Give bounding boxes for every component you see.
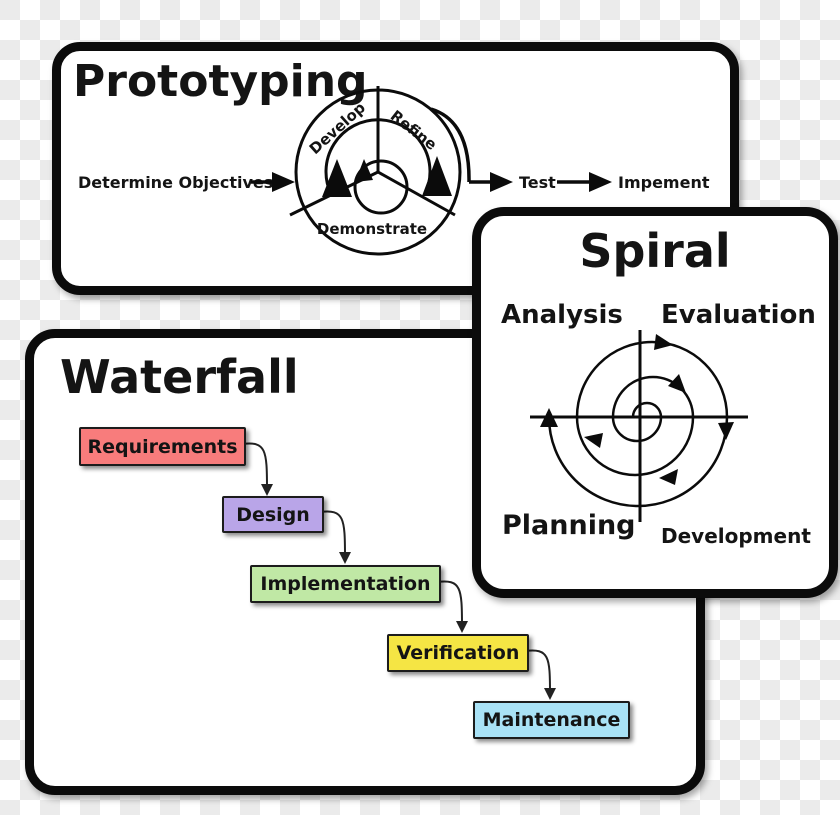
implement-arrowhead-icon: [589, 172, 612, 192]
spiral-arrow-icon: [654, 334, 673, 350]
prototyping-title: Prototyping: [73, 56, 368, 107]
cycle-develop-arrow-icon: [322, 159, 352, 197]
spiral-panel: Spiral Analysis Evaluation Planning Deve…: [472, 207, 838, 598]
quadrant-analysis-label: Analysis: [501, 300, 623, 330]
test-label: Test: [519, 173, 556, 192]
cycle-inner-circle: [353, 159, 409, 215]
waterfall-title: Waterfall: [60, 350, 299, 404]
waterfall-box-maintenance: Maintenance: [473, 701, 630, 739]
quadrant-evaluation-label: Evaluation: [661, 300, 816, 330]
spiral-title: Spiral: [579, 224, 731, 278]
waterfall-connectors: [241, 442, 556, 700]
demonstrate-label: Demonstrate: [317, 220, 427, 238]
connector-implementation-verification: [436, 580, 463, 627]
test-arrowhead-icon: [490, 172, 513, 192]
connector-arrowhead-icon: [339, 552, 351, 564]
connector-arrowhead-icon: [544, 688, 556, 700]
waterfall-box-design: Design: [222, 496, 324, 533]
develop-label: Develop: [306, 98, 369, 158]
spiral-arrow-icon: [659, 469, 678, 485]
cycle-middle-arc: [324, 118, 432, 195]
connector-arrowhead-icon: [456, 621, 468, 633]
connector-verification-maintenance: [524, 649, 551, 694]
connector-requirements-design: [241, 442, 268, 490]
waterfall-box-implementation: Implementation: [250, 565, 441, 603]
connector-arrowhead-icon: [261, 484, 273, 496]
waterfall-box-requirements: Requirements: [79, 427, 246, 466]
divider-right: [377, 170, 456, 217]
connector-design-implementation: [319, 510, 346, 558]
cycle-start-arrow-icon: [355, 159, 373, 182]
prototyping-panel: Prototyping Determine Objectives Develop…: [52, 42, 739, 295]
spiral-arrow-icon: [718, 422, 734, 440]
spiral-arrow-icon: [540, 408, 558, 427]
exit-curve: [430, 107, 471, 183]
refine-label: Refine: [387, 107, 440, 154]
quadrant-planning-label: Planning: [502, 510, 636, 541]
prototyping-cycle-diagram: Determine Objectives Develop Refine Demo…: [78, 86, 710, 256]
determine-objectives-label: Determine Objectives: [78, 173, 273, 192]
spiral-arrow-icon: [584, 433, 603, 448]
spiral-diagram: [530, 330, 748, 522]
quadrant-development-label: Development: [661, 524, 811, 548]
spiral-path: [547, 340, 729, 508]
cycle-refine-arrow-icon: [422, 156, 452, 196]
spiral-arrow-icon: [668, 374, 686, 393]
waterfall-box-verification: Verification: [387, 634, 529, 672]
implement-label: Impement: [618, 173, 710, 192]
input-arrowhead-icon: [272, 172, 295, 192]
